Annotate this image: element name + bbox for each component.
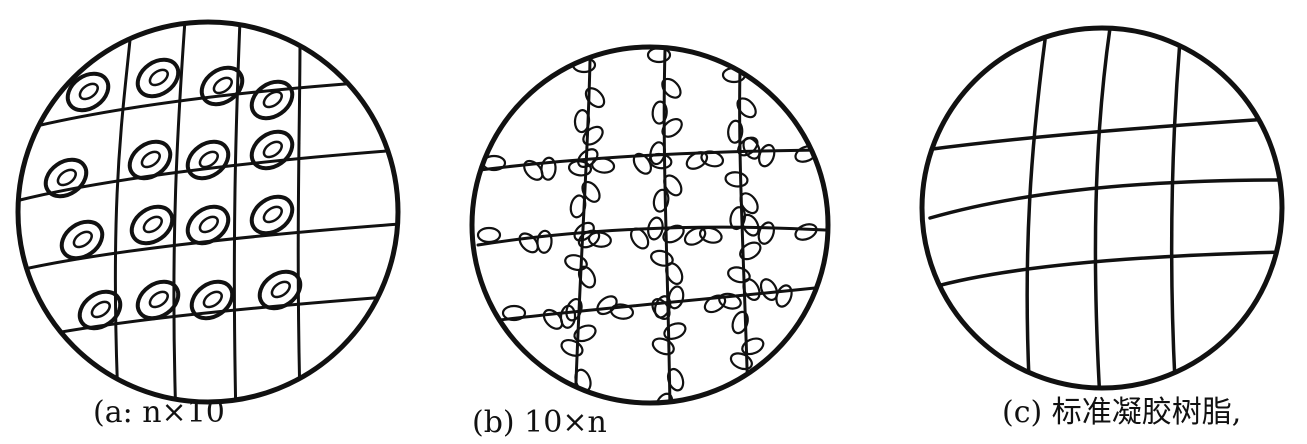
- chain-loop: [667, 285, 685, 309]
- chain-loop: [725, 171, 749, 188]
- chain-loop: [734, 95, 759, 121]
- chain-loop: [652, 188, 670, 212]
- cell: [131, 52, 185, 103]
- cell: [245, 124, 299, 175]
- panel-a: [18, 20, 400, 420]
- cell: [185, 274, 239, 325]
- chain-loop: [793, 221, 819, 242]
- caption-b: (b) 10×n: [472, 406, 607, 440]
- chain-loop: [537, 230, 553, 253]
- cell: [39, 152, 93, 203]
- chain-loop: [580, 123, 606, 148]
- chain-loop: [541, 157, 557, 180]
- chain-loop: [744, 381, 764, 406]
- chain-loop: [659, 75, 684, 101]
- cell: [195, 60, 249, 111]
- chain-loop: [662, 320, 688, 341]
- panel-b: [472, 47, 828, 417]
- chain-loop: [579, 179, 603, 205]
- chain-loop: [478, 228, 500, 242]
- caption-c: (c) 标准凝胶树脂,: [1002, 396, 1241, 430]
- cell: [55, 214, 109, 265]
- chain-loop: [756, 220, 777, 245]
- chain-loop: [582, 85, 607, 111]
- chain-loop: [568, 160, 592, 177]
- cell: [245, 74, 299, 125]
- chain-loop: [726, 265, 751, 285]
- panel-c: [922, 28, 1285, 400]
- chain-loop: [660, 222, 686, 245]
- chain-loop: [572, 323, 598, 344]
- cell: [181, 134, 235, 185]
- chain-loop: [563, 253, 588, 273]
- cell: [125, 199, 179, 250]
- caption-a: (a: n×10: [93, 396, 225, 430]
- chain-loop: [730, 310, 751, 335]
- chain-loop: [649, 249, 674, 269]
- cell: [61, 66, 115, 117]
- cell: [131, 274, 185, 325]
